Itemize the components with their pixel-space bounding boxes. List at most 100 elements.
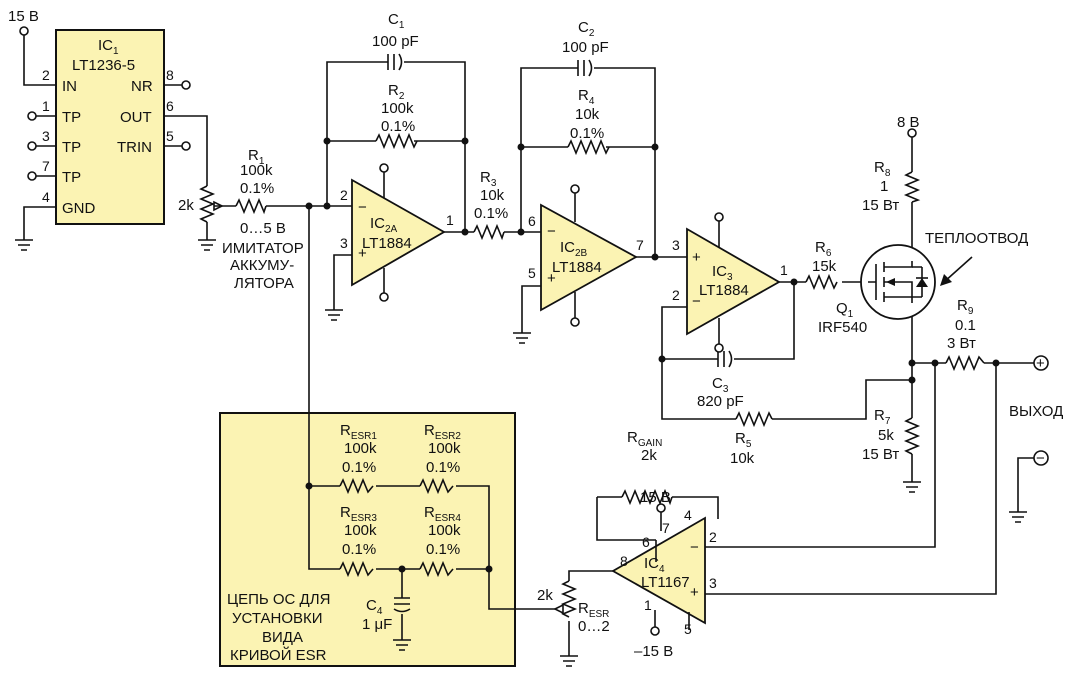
ic2a-opamp — [351, 178, 446, 287]
sim-label-2: АККУМУ- — [230, 257, 294, 274]
ic1-pin-out: OUT — [120, 109, 152, 126]
resr-pot — [560, 580, 578, 618]
supply-8v-label: 8 В — [897, 114, 920, 131]
ic2b-ref: IC2B — [560, 239, 588, 259]
r4-ref: R4 — [578, 87, 595, 107]
ic1-pinnum-2: 2 — [42, 67, 50, 83]
resr4-value: 100k — [428, 522, 461, 539]
r9-power: 3 Вт — [947, 335, 976, 352]
r6-ref: R6 — [815, 239, 832, 259]
resr1-tol: 0.1% — [342, 459, 376, 476]
ic1-pin-nr: NR — [131, 78, 153, 95]
ic2b-pin-7: 7 — [636, 237, 644, 253]
c1-ref: C1 — [388, 11, 405, 31]
resr3-tol: 0.1% — [342, 541, 376, 558]
c3-cap — [717, 350, 733, 368]
ic2b-pin-5: 5 — [528, 265, 536, 281]
r8-value: 1 — [880, 178, 888, 195]
junctions — [305, 137, 1000, 573]
esr-caption-3: ВИДА — [262, 629, 303, 646]
ic3-part: LT1884 — [699, 282, 749, 299]
r1-ref: R1 — [248, 147, 265, 167]
r3-value: 10k — [480, 187, 505, 204]
r9-value: 0.1 — [955, 317, 976, 334]
c2-ref: C2 — [578, 19, 595, 39]
ic3-pin-3: 3 — [672, 237, 680, 253]
r4-value: 10k — [575, 106, 600, 123]
q1-mosfet — [860, 244, 936, 320]
ic2b-plus: + — [547, 270, 556, 287]
resr1-ref: RESR1 — [340, 422, 377, 442]
r3-tol: 0.1% — [474, 205, 508, 222]
r3-resistor — [473, 223, 505, 241]
ic2a-plus: + — [358, 245, 367, 262]
heatsink-arrowhead — [940, 274, 952, 286]
ic2a-pin-2: 2 — [340, 187, 348, 203]
sim-pot-value: 2k — [178, 197, 194, 214]
ic2a-ref: IC2A — [370, 215, 398, 235]
heatsink-label: ТЕПЛООТВОД — [925, 230, 1028, 247]
sim-pot-wiper — [213, 200, 224, 212]
rgain-value: 2k — [641, 447, 657, 464]
ic4-pin-7: 7 — [662, 520, 670, 536]
output-minus-sign: − — [1036, 450, 1045, 467]
r9-resistor — [945, 354, 985, 372]
r9-ref: R9 — [957, 297, 974, 317]
ic2a-pin-1: 1 — [446, 212, 454, 228]
ic4-opamp — [611, 516, 706, 625]
r5-resistor — [735, 410, 773, 428]
resr4-resistor — [419, 560, 454, 578]
ic1-pinnum-4: 4 — [42, 189, 50, 205]
output-label: ВЫХОД — [1009, 403, 1063, 420]
ic2a-pin-3: 3 — [340, 235, 348, 251]
r2-tol: 0.1% — [381, 118, 415, 135]
ic3-pin-1: 1 — [780, 262, 788, 278]
resr2-resistor — [419, 477, 454, 495]
sim-label-3: ЛЯТОРА — [234, 275, 294, 292]
resr3-resistor — [339, 560, 374, 578]
terminals — [19, 26, 1049, 636]
c4-value: 1 μF — [362, 616, 392, 633]
supply-15v-ic4-label: 15 В — [640, 489, 671, 506]
resr4-tol: 0.1% — [426, 541, 460, 558]
ic1-pinnum-8: 8 — [166, 67, 174, 83]
wiring — [23, 31, 1034, 656]
r8-resistor — [903, 171, 921, 203]
r2-ref: R2 — [388, 82, 405, 102]
resr-pot-ref: RESR — [578, 600, 609, 620]
ic1-pin-tp7: TP — [62, 169, 81, 186]
r3-ref: R3 — [480, 169, 497, 189]
r6-resistor — [805, 273, 838, 291]
ic1-pin-in: IN — [62, 78, 77, 95]
ic1-part: LT1236-5 — [72, 57, 135, 74]
c4-ref: C4 — [366, 597, 383, 617]
esr-caption-1: ЦЕПЬ ОС ДЛЯ — [227, 591, 330, 608]
r2-resistor — [375, 132, 418, 150]
r2-value: 100k — [381, 100, 414, 117]
c3-ref: C3 — [712, 375, 729, 395]
ic4-pin-8: 8 — [620, 553, 628, 569]
resr2-ref: RESR2 — [424, 422, 461, 442]
ic4-pin-6: 6 — [642, 534, 650, 550]
ic2b-minus: − — [547, 223, 556, 240]
ic1-pinnum-7: 7 — [42, 158, 50, 174]
ic4-pin-3: 3 — [709, 575, 717, 591]
sim-pot-range: 0…5 В — [240, 220, 286, 237]
ic4-plus: + — [690, 584, 699, 601]
supply-15v-label: 15 В — [8, 8, 39, 25]
r5-ref: R5 — [735, 430, 752, 450]
resr2-tol: 0.1% — [426, 459, 460, 476]
ic3-pin-2: 2 — [672, 287, 680, 303]
ic1-pinnum-6: 6 — [166, 98, 174, 114]
ic3-opamp — [686, 227, 781, 336]
ic2a-part: LT1884 — [362, 235, 412, 252]
sim-label-1: ИМИТАТОР — [222, 240, 304, 257]
resr4-ref: RESR4 — [424, 504, 461, 524]
ic1-pinnum-1: 1 — [42, 98, 50, 114]
output-plus-terminal — [1033, 355, 1049, 371]
resr-pot-range: 0…2 — [578, 618, 610, 635]
supply-neg15v-label: –15 В — [634, 643, 673, 660]
ic3-plus: + — [692, 249, 701, 266]
